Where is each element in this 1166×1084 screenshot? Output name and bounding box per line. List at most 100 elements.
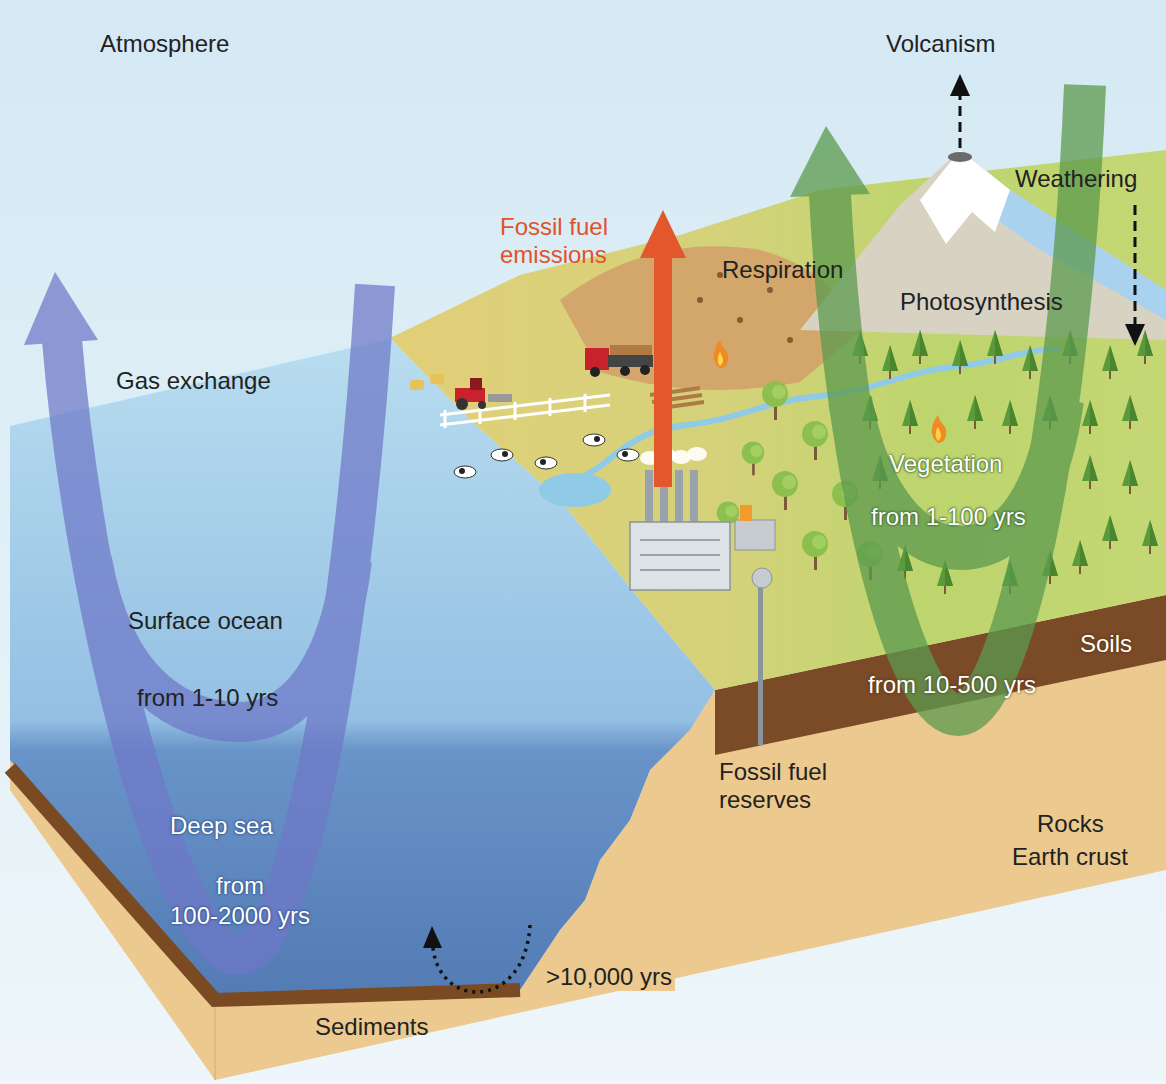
farm-part: [622, 451, 628, 457]
factory-part: [735, 520, 775, 550]
forest-part: [1122, 460, 1138, 494]
factory-part: [630, 522, 730, 590]
reservoir-label: Vegetation: [889, 450, 1002, 478]
farm-part: [430, 374, 444, 384]
factory-part: [687, 447, 707, 461]
farm-part: [617, 449, 639, 461]
emissions-arrow-part: [654, 255, 672, 487]
river: [539, 348, 1060, 507]
tractor-and-truck-part: [478, 401, 486, 409]
factory-part: [640, 540, 720, 570]
ocean-cycle-arrow: [24, 272, 375, 955]
stumps-part: [787, 337, 793, 343]
timescale-label: >10,000 yrs: [543, 963, 675, 991]
sediment-layer-part: [10, 768, 520, 1000]
volcanism-arrow-part: [959, 94, 962, 148]
timescale-label: from 10-500 yrs: [868, 671, 1036, 699]
reservoir-label: Atmosphere: [100, 30, 229, 58]
fires-part: [718, 352, 723, 366]
sediment-cycle-arrow-part: [423, 926, 442, 948]
tractor-and-truck: [455, 345, 653, 410]
forest-part: [912, 330, 928, 364]
forest-part: [802, 421, 828, 460]
factory-part: [752, 568, 772, 588]
factory-part: [740, 505, 752, 521]
reservoir-label: Sediments: [315, 1013, 428, 1041]
farm-part: [535, 457, 557, 469]
tractor-and-truck-part: [470, 378, 482, 390]
reservoir-label: Soils: [1080, 630, 1132, 658]
farm-part: [502, 451, 508, 457]
forest-part: [772, 471, 798, 510]
timescale-label: from: [216, 872, 264, 900]
land-cycle-arrow-part: [790, 126, 870, 197]
tractor-and-truck-part: [590, 367, 600, 377]
forest-part: [952, 340, 968, 374]
process-label: Fossil fuel emissions: [500, 213, 640, 269]
factory-part: [758, 588, 763, 745]
forest-part: [1102, 515, 1118, 549]
forest-part: [882, 345, 898, 379]
mountain-part: [920, 150, 1010, 244]
tractor-and-truck-part: [488, 394, 512, 402]
fires-part: [936, 427, 941, 441]
forest-part: [1142, 520, 1158, 554]
process-label: Volcanism: [886, 30, 995, 58]
fires-part: [932, 415, 946, 443]
farm-part: [540, 459, 546, 465]
forest-part: [1102, 345, 1118, 379]
fires-part: [714, 340, 728, 368]
factory-part: [645, 470, 653, 525]
ocean-cycle-arrow-part: [92, 560, 352, 722]
tractor-and-truck-part: [610, 345, 652, 355]
farm-part: [594, 436, 600, 442]
farm-part: [454, 466, 476, 478]
process-label: Photosynthesis: [900, 288, 1063, 316]
process-label: Weathering: [1015, 165, 1137, 193]
process-label: Gas exchange: [116, 367, 271, 395]
land-cycle-arrow-part: [850, 400, 1062, 548]
ocean-cycle-arrow-part: [62, 285, 375, 955]
farm-part: [410, 380, 424, 390]
ocean-cycle-arrow-part: [24, 272, 98, 345]
tractor-and-truck-part: [456, 398, 468, 410]
process-label: Respiration: [722, 256, 843, 284]
forest-part: [762, 381, 788, 420]
reservoir-label: Earth crust: [1012, 843, 1128, 871]
stumps-part: [697, 297, 703, 303]
sediment-layer: [10, 768, 520, 1000]
forest-part: [802, 531, 828, 570]
forest-part: [1072, 540, 1088, 574]
river-part: [575, 348, 1060, 480]
weathering-arrow-part: [1125, 324, 1145, 346]
weathering-arrow: [1125, 205, 1145, 346]
tractor-and-truck-part: [640, 365, 650, 375]
timescale-label: from 1-10 yrs: [137, 684, 278, 712]
forest-part: [1082, 455, 1098, 489]
farm-part: [583, 434, 605, 446]
factory-part: [675, 470, 683, 525]
reservoir-label: Fossil fuel reserves: [719, 758, 859, 814]
tractor-and-truck-part: [585, 348, 609, 370]
reservoir-label: Surface ocean: [128, 607, 283, 635]
forest-part: [967, 395, 983, 429]
farm-part: [459, 468, 465, 474]
forest-part: [902, 400, 918, 434]
farm-part: [491, 449, 513, 461]
forest: [717, 330, 1158, 594]
timescale-label: from 1-100 yrs: [871, 503, 1026, 531]
stumps-part: [767, 287, 773, 293]
reservoir-label: Rocks: [1037, 810, 1104, 838]
factory: [630, 447, 775, 745]
emissions-arrow: [640, 210, 686, 487]
volcanism-arrow-part: [950, 74, 970, 96]
forest-part: [987, 330, 1003, 364]
earth-crust-part: [214, 1000, 216, 1080]
forest-part: [1022, 345, 1038, 379]
emissions-arrow-part: [640, 210, 686, 258]
reservoir-label: Deep sea: [170, 812, 273, 840]
